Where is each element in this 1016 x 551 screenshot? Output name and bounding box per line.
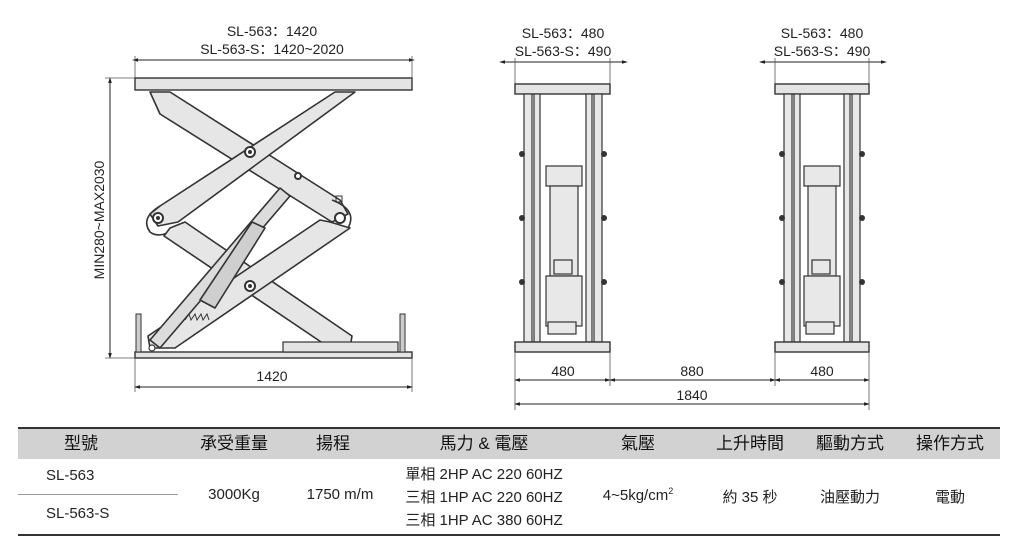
lift-height-value: 1750 m/m bbox=[306, 486, 374, 503]
header-operation: 操作方式 bbox=[916, 434, 984, 453]
side-top-dim-2: SL-563-S：1420~2020 bbox=[200, 41, 344, 57]
front-view-2: SL-563：480 SL-563-S：490 bbox=[759, 25, 887, 410]
header-air-pressure: 氣壓 bbox=[621, 434, 655, 453]
side-view: SL-563：1420 SL-563-S：1420~2020 MIN280~MA… bbox=[91, 23, 415, 392]
technical-drawing: SL-563：1420 SL-563-S：1420~2020 MIN280~MA… bbox=[91, 23, 887, 410]
platform-top bbox=[134, 77, 413, 91]
side-bottom-dim: 1420 bbox=[256, 368, 287, 384]
dim-right: 480 bbox=[810, 363, 834, 379]
spec-table: 型號 承受重量 揚程 馬力 & 電壓 氣壓 上升時間 驅動方式 操作方式 SL-… bbox=[18, 427, 1000, 537]
front2-top-dim-1: SL-563：480 bbox=[781, 25, 864, 41]
table-header: 型號 承受重量 揚程 馬力 & 電壓 氣壓 上升時間 驅動方式 操作方式 bbox=[18, 427, 1000, 459]
header-drive: 驅動方式 bbox=[816, 434, 884, 453]
header-model: 型號 bbox=[64, 434, 98, 453]
air-pressure-value: 4~5kg/cm2 bbox=[602, 486, 674, 504]
base-frame bbox=[134, 351, 413, 359]
front1-top-dim-1: SL-563：480 bbox=[522, 25, 605, 41]
header-rise-time: 上升時間 bbox=[716, 434, 784, 453]
side-height-dim: MIN280~MAX2030 bbox=[91, 160, 107, 279]
dim-middle: 880 bbox=[680, 363, 704, 379]
front1-top-dim-2: SL-563-S：490 bbox=[515, 43, 612, 59]
dim-total: 1840 bbox=[676, 387, 707, 403]
operation-value: 電動 bbox=[934, 489, 965, 506]
capacity-value: 3000Kg bbox=[208, 486, 260, 503]
table-bottom-rule bbox=[18, 534, 1000, 536]
power-line-3: 三相 1HP AC 380 60HZ bbox=[405, 512, 563, 529]
drive-value: 油壓動力 bbox=[819, 489, 880, 506]
side-top-dim-1: SL-563：1420 bbox=[227, 23, 318, 39]
model-sl563: SL-563 bbox=[46, 467, 95, 484]
row-divider bbox=[18, 494, 178, 495]
header-power: 馬力 & 電壓 bbox=[439, 434, 529, 453]
dim-left: 480 bbox=[551, 363, 575, 379]
front-view-1: SL-563：480 SL-563-S：490 bbox=[499, 25, 628, 410]
model-sl563s: SL-563-S bbox=[46, 505, 110, 522]
rise-time-value: 約 35 秒 bbox=[722, 489, 778, 506]
header-capacity: 承受重量 bbox=[200, 434, 268, 453]
power-line-1: 單相 2HP AC 220 60HZ bbox=[405, 466, 563, 483]
front2-top-dim-2: SL-563-S：490 bbox=[774, 43, 871, 59]
power-line-2: 三相 1HP AC 220 60HZ bbox=[405, 489, 563, 506]
header-lift-height: 揚程 bbox=[316, 434, 350, 453]
bottom-dimensions: 480 880 480 1840 bbox=[514, 363, 870, 406]
